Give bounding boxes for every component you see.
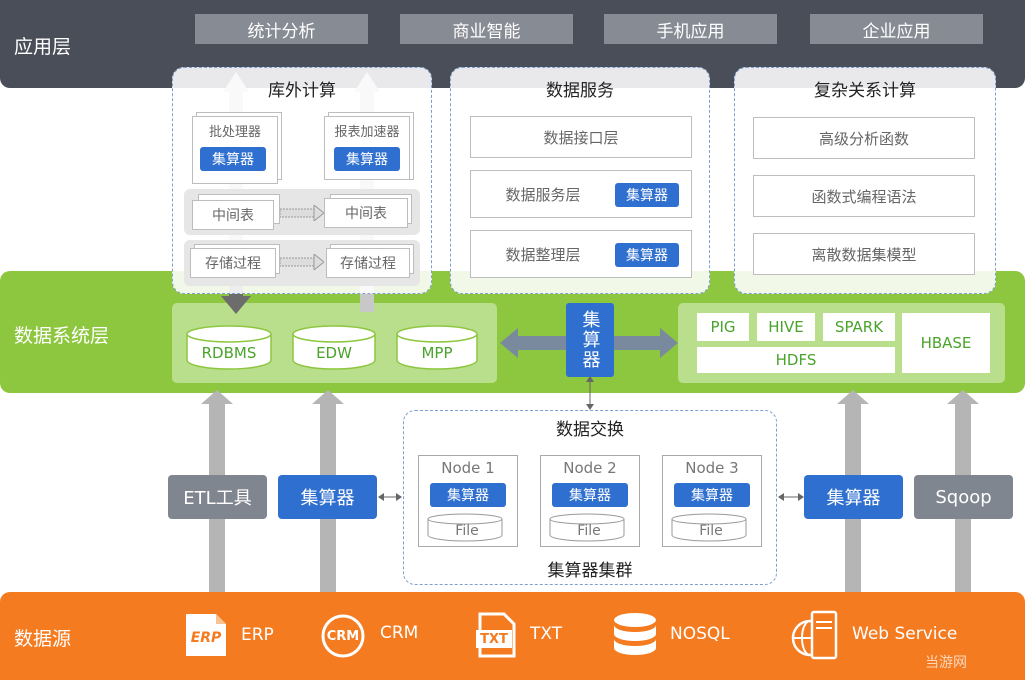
bigdata-hive: HIVE xyxy=(757,313,815,341)
data-system-layer-title: 数据系统层 xyxy=(14,325,110,347)
app-tab-bi[interactable]: 商业智能 xyxy=(400,14,573,44)
data-service-title: 数据服务 xyxy=(546,81,614,101)
node-3-calculator[interactable]: 集算器 xyxy=(674,483,750,507)
db-cylinders xyxy=(186,325,478,370)
web-service-icon xyxy=(791,610,838,660)
functional-programming-syntax: 函数式编程语法 xyxy=(753,175,975,217)
source-erp-label: ERP xyxy=(241,625,274,645)
node-1-calculator[interactable]: 集算器 xyxy=(430,483,506,507)
left-calculator-button[interactable]: 集算器 xyxy=(278,475,377,519)
complex-relation-title: 复杂关系计算 xyxy=(814,81,916,101)
node-2-calculator[interactable]: 集算器 xyxy=(552,483,628,507)
center-calculator-button[interactable]: 集算器 xyxy=(566,303,614,377)
cylinder-mpp xyxy=(396,325,478,370)
node-2-title: Node 2 xyxy=(563,459,617,477)
database-icon xyxy=(614,613,656,655)
center-arrow-head-right xyxy=(660,328,678,358)
down-arrow-head xyxy=(221,296,251,314)
intermediate-table-left: 中间表 xyxy=(192,200,274,230)
data-service-layer-label: 数据服务层 xyxy=(505,185,581,204)
app-tab-mobile[interactable]: 手机应用 xyxy=(604,14,777,44)
txt-icon: TXT xyxy=(474,612,518,658)
center-arrow-head-left xyxy=(500,328,518,358)
batch-processor-label: 批处理器 xyxy=(208,124,261,140)
offline-compute-title: 库外计算 xyxy=(268,81,336,101)
txt-icon-text: TXT xyxy=(480,631,508,647)
data-interface-layer: 数据接口层 xyxy=(470,116,692,158)
mid-table-arrow xyxy=(280,205,324,221)
cylinder-rdbms xyxy=(186,325,272,370)
file-label-1: File xyxy=(455,523,479,539)
sqoop-button[interactable]: Sqoop xyxy=(914,475,1013,519)
report-calculator-button[interactable]: 集算器 xyxy=(334,147,400,171)
file-cylinder-1 xyxy=(427,513,503,542)
bigdata-hdfs: HDFS xyxy=(697,347,895,373)
data-organize-calculator[interactable]: 集算器 xyxy=(615,243,679,267)
data-exchange-title: 数据交换 xyxy=(556,420,624,440)
db-label-edw: EDW xyxy=(316,344,352,362)
file-cylinder-2 xyxy=(549,513,625,542)
report-accelerator-label: 报表加速器 xyxy=(334,124,400,140)
file-label-2: File xyxy=(577,523,601,539)
db-label-rdbms: RDBMS xyxy=(201,344,257,362)
stored-procedure-right: 存储过程 xyxy=(326,248,410,278)
bigdata-hbase: HBASE xyxy=(902,313,990,373)
db-label-mpp: MPP xyxy=(421,344,453,362)
data-source-title: 数据源 xyxy=(14,628,72,650)
application-layer-title: 应用层 xyxy=(14,36,72,58)
advanced-analysis-function: 高级分析函数 xyxy=(753,117,975,159)
discrete-dataset-model: 离散数据集模型 xyxy=(753,233,975,275)
source-web-service-label: Web Service xyxy=(852,624,958,644)
node-3-title: Node 3 xyxy=(685,459,739,477)
bigdata-pig: PIG xyxy=(697,313,749,341)
cylinder-edw xyxy=(292,325,376,370)
data-organize-layer-label: 数据整理层 xyxy=(505,245,581,264)
proc-arrow xyxy=(280,254,324,270)
app-tab-enterprise[interactable]: 企业应用 xyxy=(810,14,983,44)
source-crm-label: CRM xyxy=(380,623,419,643)
batch-calculator-button[interactable]: 集算器 xyxy=(200,147,266,171)
stored-procedure-left: 存储过程 xyxy=(190,248,276,278)
crm-icon: CRM xyxy=(320,613,366,659)
app-tab-statistics[interactable]: 统计分析 xyxy=(195,14,368,44)
file-label-3: File xyxy=(699,523,723,539)
bigdata-spark: SPARK xyxy=(823,313,895,341)
erp-icon-text: ERP xyxy=(190,630,222,646)
crm-icon-text: CRM xyxy=(326,628,360,644)
source-txt-label: TXT xyxy=(530,624,563,644)
source-nosql-label: NOSQL xyxy=(670,624,730,644)
node-1-title: Node 1 xyxy=(441,459,495,477)
file-cylinders xyxy=(427,513,747,542)
data-service-calculator[interactable]: 集算器 xyxy=(615,183,679,207)
file-cylinder-3 xyxy=(671,513,747,542)
intermediate-table-right: 中间表 xyxy=(324,198,408,228)
right-calculator-button[interactable]: 集算器 xyxy=(804,475,903,519)
etl-tool-button[interactable]: ETL工具 xyxy=(168,475,267,519)
erp-icon: ERP xyxy=(180,612,230,658)
calculator-cluster-label: 集算器集群 xyxy=(547,561,633,581)
watermark: 当游网 xyxy=(925,655,967,671)
